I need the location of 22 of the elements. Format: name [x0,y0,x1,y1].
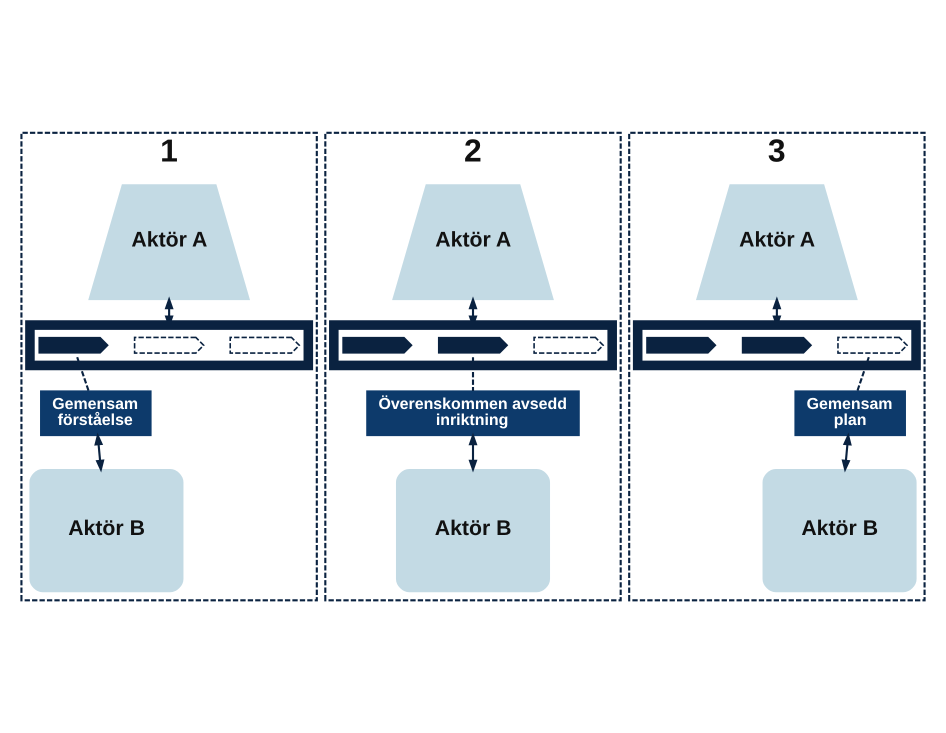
node-box: Gemensam plan [794,390,906,436]
node-chevron [229,336,300,354]
node-box: Aktör B [396,469,550,592]
node-box: Gemensam förståelse [40,390,152,436]
node-chevron [134,336,205,354]
node-box: Överenskommen avsedd inriktning [366,390,580,436]
arrow [94,432,104,473]
node-chevron [38,336,109,354]
connector [472,357,474,391]
cluster [632,320,921,370]
cluster [25,320,314,370]
arrow [842,432,852,473]
node-chevron [438,336,508,354]
node-chevron [742,336,812,354]
node-chevron [533,336,604,354]
node-box: Aktör B [29,469,184,592]
cluster [329,320,617,370]
node-box: Aktör B [762,469,917,592]
node-chevron [646,336,717,354]
node-chevron [837,336,908,354]
node-chevron [342,336,413,354]
arrow [468,432,478,473]
